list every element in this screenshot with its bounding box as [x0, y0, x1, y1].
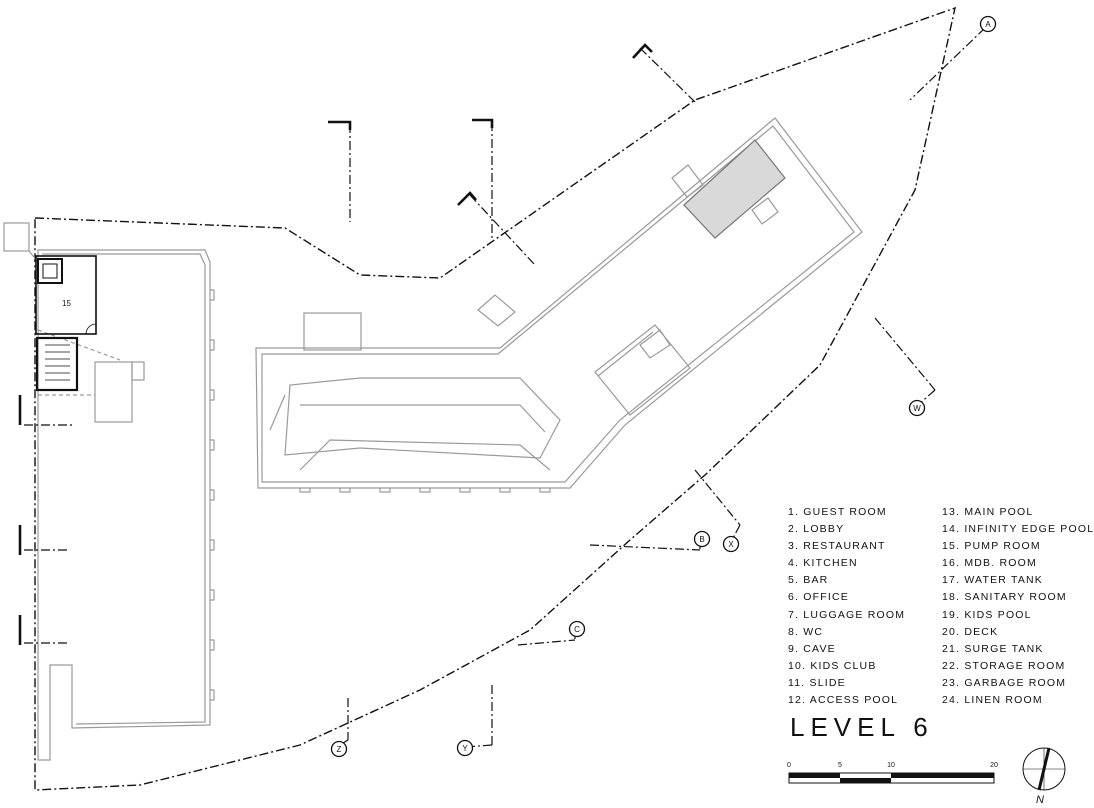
scale-tick-20: 20	[990, 762, 998, 769]
legend-item: 8. WC	[788, 625, 824, 638]
legend-item: 23. GARBAGE ROOM	[942, 676, 1067, 689]
section-marker-x: X	[722, 535, 740, 553]
legend-item: 10. KIDS CLUB	[788, 659, 877, 672]
west-wing	[3, 222, 215, 761]
legend-item: 9. CAVE	[788, 642, 836, 655]
scale-tick-0: 0	[787, 762, 791, 769]
scale-tick-5: 5	[838, 762, 842, 769]
legend-column-left: 1. GUEST ROOM 2. LOBBY 3. RESTAURANT 4. …	[788, 504, 905, 709]
legend-item: 6. OFFICE	[788, 591, 849, 604]
legend-item: 20. DECK	[942, 625, 999, 638]
legend-item: 7. LUGGAGE ROOM	[788, 608, 906, 621]
level-title: LEVEL 6	[790, 712, 934, 742]
legend-item: 1. GUEST ROOM	[788, 506, 887, 518]
legend-item: 5. BAR	[788, 574, 829, 587]
north-label: N	[1036, 794, 1044, 806]
section-marker-b: B	[693, 530, 711, 548]
svg-text:Y: Y	[462, 744, 468, 753]
svg-text:C: C	[574, 625, 580, 634]
svg-text:A: A	[985, 20, 991, 29]
legend-item: 24. LINEN ROOM	[942, 694, 1043, 707]
north-arrow-icon	[1022, 747, 1066, 791]
site-boundary	[34, 6, 956, 791]
svg-text:X: X	[728, 540, 734, 549]
legend-item: 22. STORAGE ROOM	[942, 659, 1066, 672]
room-tag-15: 15	[62, 299, 71, 308]
legend-item: 3. RESTAURANT	[788, 540, 886, 553]
legend-item: 21. SURGE TANK	[942, 642, 1044, 655]
legend-item: 11. SLIDE	[788, 676, 846, 689]
legend-item: 15. PUMP ROOM	[942, 540, 1041, 553]
svg-text:B: B	[699, 535, 704, 544]
legend-item: 4. KITCHEN	[788, 557, 858, 570]
scale-bar: 0 5 10 20	[787, 762, 998, 784]
section-marker-a: A	[979, 15, 997, 33]
legend-item: 16. MDB. ROOM	[942, 557, 1037, 570]
section-marker-c: C	[568, 620, 586, 638]
legend-item: 14. INFINITY EDGE POOL	[942, 523, 1094, 536]
legend-item: 2. LOBBY	[788, 523, 845, 536]
section-ticks	[18, 43, 653, 645]
legend-item: 19. KIDS POOL	[942, 608, 1032, 621]
scale-tick-10: 10	[887, 762, 895, 769]
section-marker-z: Z	[330, 740, 348, 758]
legend-column-right: 13. MAIN POOL 14. INFINITY EDGE POOL 15.…	[942, 504, 1094, 709]
svg-text:Z: Z	[337, 745, 342, 754]
service-core	[35, 255, 97, 392]
main-wing	[255, 117, 863, 493]
section-marker-w: W	[908, 399, 926, 417]
legend-item: 17. WATER TANK	[942, 574, 1044, 587]
legend-item: 18. SANITARY ROOM	[942, 591, 1067, 604]
legend-item: 13. MAIN POOL	[942, 506, 1034, 518]
svg-text:W: W	[913, 404, 921, 413]
legend-item: 12. ACCESS POOL	[788, 694, 899, 707]
section-marker-y: Y	[456, 739, 474, 757]
